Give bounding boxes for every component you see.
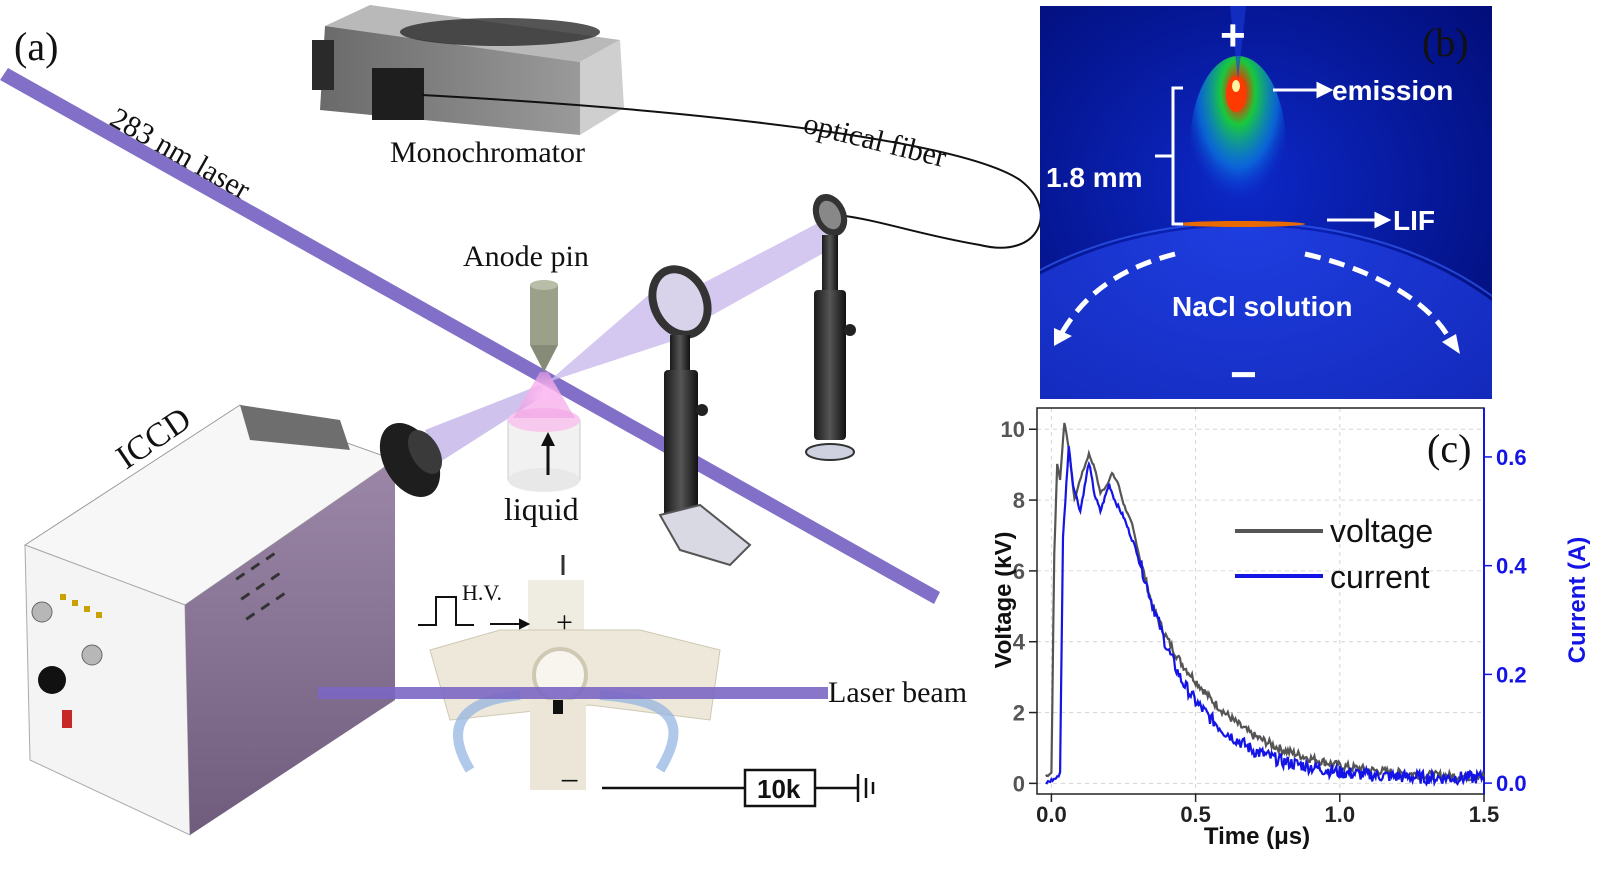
flow-arrow-left <box>1057 251 1176 338</box>
panel-b-minus: − <box>1230 348 1257 399</box>
iccd-camera <box>23 404 443 836</box>
panel-a-tag: (a) <box>14 24 58 69</box>
hv-pulse-symbol <box>418 596 531 630</box>
distance-bracket <box>1155 86 1183 226</box>
y-tick-label-left: 10 <box>1001 417 1025 442</box>
ground-circuit <box>602 768 875 808</box>
y-tick-label-left: 4 <box>1013 630 1026 655</box>
y-tick-label-left: 8 <box>1013 488 1025 513</box>
y-axis-label-left: Voltage (kV) <box>995 532 1017 669</box>
hv-label: H.V. <box>462 580 502 605</box>
liquid-label: liquid <box>504 491 579 527</box>
anode-label: Anode pin <box>463 240 589 273</box>
lif-label: LIF <box>1393 205 1435 236</box>
lif-band <box>1175 221 1305 227</box>
holder-minus-label: − <box>560 763 579 800</box>
y-tick-label-left: 2 <box>1013 701 1025 726</box>
x-tick-label: 1.5 <box>1469 802 1500 827</box>
chart-legend: voltage current <box>1235 513 1433 595</box>
monochromator <box>312 5 624 135</box>
collection-cone-2 <box>690 222 838 322</box>
x-tick-label: 1.0 <box>1325 802 1356 827</box>
legend-voltage: voltage <box>1330 513 1433 549</box>
lens-mount-1 <box>648 265 752 567</box>
laser-beam-horizontal <box>318 687 828 699</box>
fiber-label: optical fiber <box>800 107 949 174</box>
legend-current: current <box>1330 559 1430 595</box>
y-tick-label-left: 0 <box>1013 771 1025 796</box>
monochromator-label: Monochromator <box>390 136 585 169</box>
panel-b-plus: + <box>1220 11 1246 60</box>
liquid-holder <box>429 580 721 790</box>
series-layer <box>1045 422 1486 788</box>
discharge-glow <box>1190 56 1286 236</box>
panel-c-tag: (c) <box>1427 426 1471 471</box>
y-tick-label-right: 0.0 <box>1496 771 1527 796</box>
emission-label: emission <box>1332 75 1453 106</box>
anode-pin <box>530 280 558 372</box>
y-tick-label-left: 6 <box>1013 559 1025 584</box>
lif-arrow <box>1327 211 1392 229</box>
laser-beam <box>0 68 940 604</box>
resistor-label: 10k <box>757 774 801 804</box>
y-axis-label-right: Current (A) <box>1564 537 1591 664</box>
series-line-voltage <box>1045 422 1486 784</box>
distance-label: 1.8 mm <box>1046 162 1143 193</box>
panel-b-tag: (b) <box>1422 20 1469 65</box>
panel-b-image: + (b) emission 1.8 mm LIF NaCl solution … <box>1040 6 1492 399</box>
holder-plus-label: + <box>556 606 573 639</box>
plasma <box>513 372 575 418</box>
series-line-current <box>1045 446 1485 788</box>
emission-arrow <box>1273 81 1334 99</box>
y-tick-label-right: 0.4 <box>1496 554 1527 579</box>
panel-c-chart: 0.0 0.5 1.0 1.5 0 2 4 6 8 10 0.0 0.2 0.4 0.6 (c) volt… <box>995 407 1591 850</box>
x-axis-label: Time (μs) <box>1204 823 1310 850</box>
y-tick-label-right: 0.6 <box>1496 445 1527 470</box>
flow-arrow-right <box>1304 251 1455 346</box>
optical-fiber <box>421 94 1040 249</box>
laser-beam-label: Laser beam <box>828 676 967 709</box>
liquid-cup <box>507 372 581 492</box>
camera-cone <box>425 385 545 462</box>
tick-layer: 0.0 0.5 1.0 1.5 0 2 4 6 8 10 0.0 0.2 0.4 0.6 <box>1001 417 1528 827</box>
panel-a-diagram: (a) Monochromator 283 nm laser optical f… <box>0 5 1040 836</box>
laser-label: 283 nm laser <box>105 101 256 206</box>
solution-label: NaCl solution <box>1172 291 1352 322</box>
solution-dome <box>1040 226 1492 399</box>
y-tick-label-right: 0.2 <box>1496 662 1527 687</box>
x-tick-label: 0.0 <box>1036 802 1067 827</box>
lens-mount-2 <box>805 193 856 461</box>
x-tick-label: 0.5 <box>1180 802 1211 827</box>
